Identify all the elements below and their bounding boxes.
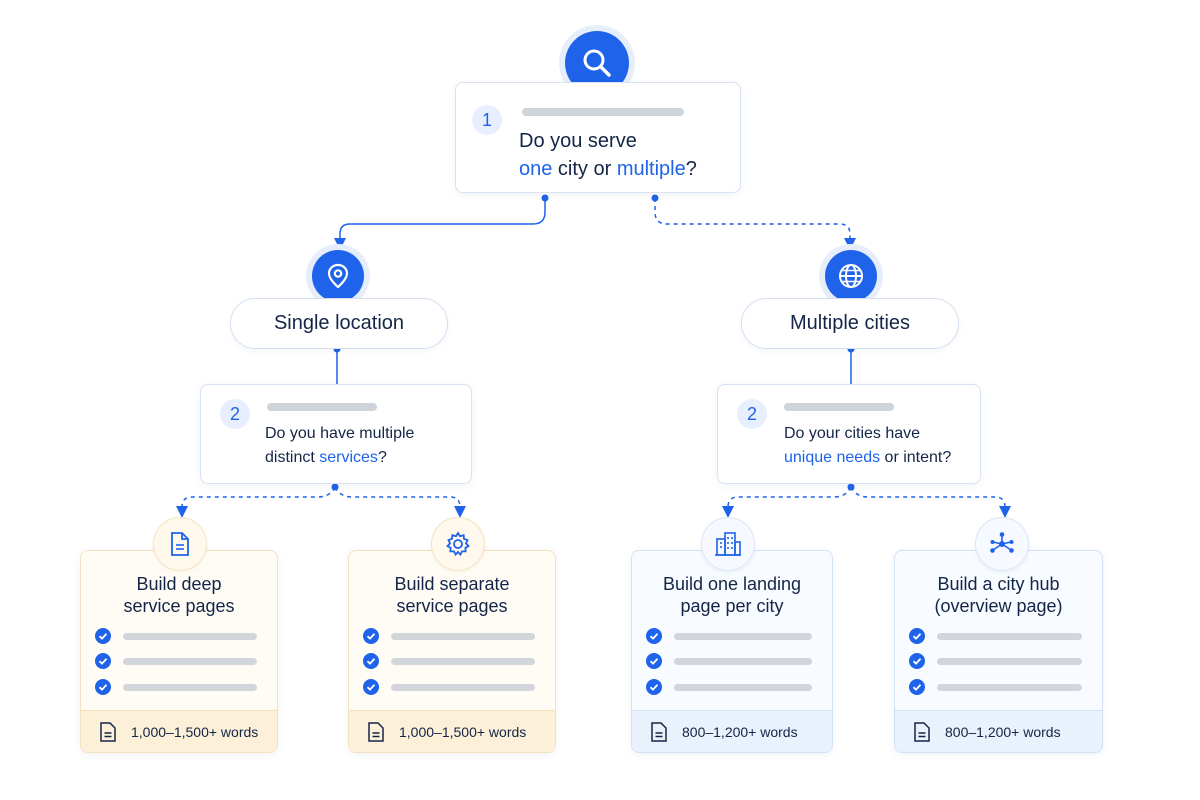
checklist-item bbox=[363, 626, 535, 646]
root-question-text: Do you serve one city or multiple? bbox=[519, 130, 697, 180]
multiple-cities-pill: Multiple cities bbox=[741, 298, 959, 349]
single-location-pill: Single location bbox=[230, 298, 448, 349]
word-count-footer: 800–1,200+ words bbox=[895, 710, 1102, 752]
question-number: 2 bbox=[220, 399, 250, 429]
checklist-item bbox=[363, 677, 535, 697]
root-question-box: 1 Do you serve one city or multiple? bbox=[455, 82, 741, 193]
check-icon bbox=[363, 653, 379, 669]
buildings-icon bbox=[702, 518, 754, 570]
checklist-item bbox=[95, 677, 257, 697]
placeholder-bar bbox=[784, 403, 894, 411]
document-icon bbox=[651, 721, 667, 742]
document-icon bbox=[368, 721, 384, 742]
connector-left-q-card2 bbox=[334, 486, 466, 518]
check-icon bbox=[95, 653, 111, 669]
check-icon bbox=[363, 628, 379, 644]
card-title: Build a city hub(overview page) bbox=[934, 574, 1063, 616]
checklist-item bbox=[95, 651, 257, 671]
connector-root-right bbox=[654, 198, 856, 250]
question-number: 1 bbox=[472, 105, 502, 135]
checklist-item bbox=[646, 677, 812, 697]
checklist-item bbox=[646, 651, 812, 671]
check-icon bbox=[909, 679, 925, 695]
word-count-footer: 800–1,200+ words bbox=[632, 710, 832, 752]
location-pin-icon bbox=[312, 250, 364, 302]
check-icon bbox=[646, 679, 662, 695]
checklist-item bbox=[909, 626, 1082, 646]
word-count-footer: 1,000–1,500+ words bbox=[349, 710, 555, 752]
check-icon bbox=[909, 653, 925, 669]
outcome-card-city-hub: Build a city hub(overview page) 800–1,20… bbox=[894, 550, 1103, 753]
checklist-item bbox=[95, 626, 257, 646]
checklist-item bbox=[646, 626, 812, 646]
connector-root-left bbox=[334, 198, 546, 250]
left-question-box: 2 Do you have multiple distinct services… bbox=[200, 384, 472, 484]
check-icon bbox=[95, 679, 111, 695]
checklist-item bbox=[909, 677, 1082, 697]
document-icon bbox=[914, 721, 930, 742]
connector-left-q-card1 bbox=[176, 486, 336, 518]
gear-icon bbox=[432, 518, 484, 570]
placeholder-bar bbox=[522, 108, 684, 116]
check-icon bbox=[95, 628, 111, 644]
globe-icon bbox=[825, 250, 877, 302]
document-icon bbox=[100, 721, 116, 742]
connector-right-q-card1 bbox=[722, 486, 852, 518]
left-question-text: Do you have multiple distinct services? bbox=[265, 425, 415, 466]
document-icon bbox=[154, 518, 206, 570]
right-question-box: 2 Do your cities have unique needs or in… bbox=[717, 384, 981, 484]
network-hub-icon bbox=[976, 518, 1028, 570]
check-icon bbox=[646, 653, 662, 669]
check-icon bbox=[646, 628, 662, 644]
check-icon bbox=[363, 679, 379, 695]
checklist-item bbox=[909, 651, 1082, 671]
placeholder-bar bbox=[267, 403, 377, 411]
check-icon bbox=[909, 628, 925, 644]
right-question-text: Do your cities have unique needs or inte… bbox=[784, 425, 952, 466]
connector-right-q-card2 bbox=[850, 486, 1011, 518]
checklist-item bbox=[363, 651, 535, 671]
word-count-footer: 1,000–1,500+ words bbox=[81, 710, 277, 752]
question-number: 2 bbox=[737, 399, 767, 429]
